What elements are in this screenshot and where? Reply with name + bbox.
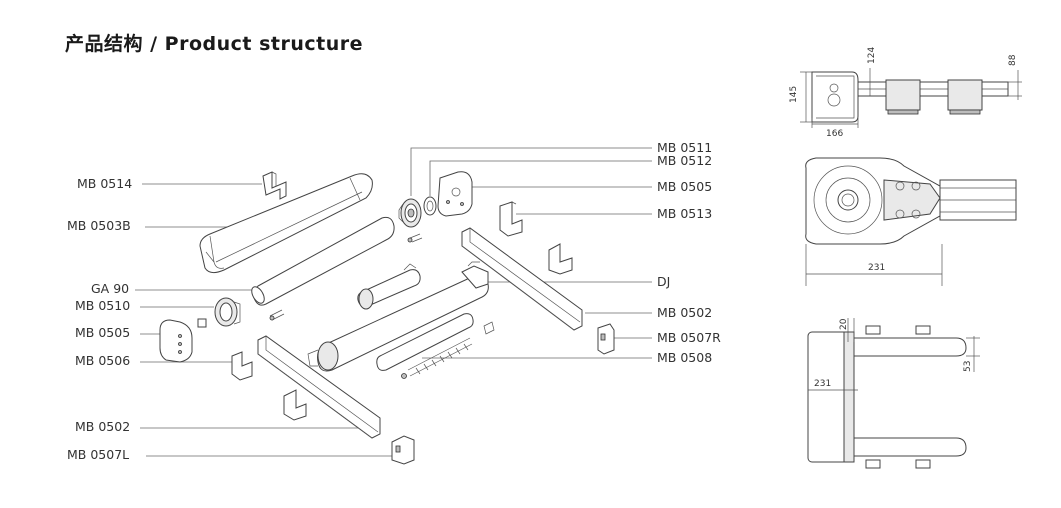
label-mb0503b: MB 0503B [67, 218, 131, 233]
part-screws-mid [269, 309, 285, 321]
part-mb0508-spring [376, 313, 495, 379]
part-mb0502-left-arm [257, 335, 381, 439]
label-mb0505-right: MB 0505 [657, 179, 712, 194]
part-bracket-upper [548, 243, 573, 275]
dim-231-top: 231 [814, 379, 831, 389]
label-mb0505-left: MB 0505 [75, 325, 130, 340]
part-bracket-lower [283, 389, 307, 421]
part-mb0514-bracket [262, 171, 287, 200]
part-mb0513-bracket [499, 201, 523, 237]
part-mb0511-spool [398, 198, 422, 228]
dim-231-front: 231 [868, 263, 885, 273]
part-mb0505-right-endcap [437, 171, 473, 217]
label-ga90: GA 90 [91, 281, 129, 296]
label-mb0507r: MB 0507R [657, 330, 721, 345]
part-screws-top [407, 233, 423, 243]
top-view-drawing [807, 318, 980, 469]
part-mb0502-right-arm [461, 227, 583, 331]
part-mb0506-bracket [231, 351, 253, 381]
dim-88: 88 [1008, 54, 1018, 66]
label-mb0512: MB 0512 [657, 153, 712, 168]
leader-mb0511 [410, 147, 652, 196]
label-mb0513: MB 0513 [657, 206, 712, 221]
dim-124: 124 [867, 47, 877, 64]
dim-20: 20 [839, 318, 849, 330]
dim-145: 145 [789, 86, 799, 103]
part-mb0512-ring [423, 196, 437, 216]
part-mb0507l-endcap [391, 435, 415, 465]
dim-166: 166 [826, 129, 843, 139]
label-mb0510: MB 0510 [75, 298, 130, 313]
part-roller-tube [251, 216, 395, 306]
page-title: 产品结构 / Product structure [65, 33, 364, 55]
label-mb0514: MB 0514 [77, 176, 132, 191]
front-view-drawing [805, 157, 1017, 286]
leader-mb0512 [429, 160, 652, 196]
label-mb0502-right: MB 0502 [657, 305, 712, 320]
label-mb0507l: MB 0507L [67, 447, 129, 462]
label-mb0506: MB 0506 [75, 353, 130, 368]
label-dj: DJ [657, 274, 670, 289]
label-mb0511: MB 0511 [657, 140, 712, 155]
side-view-drawing [800, 68, 1022, 128]
label-mb0502-left: MB 0502 [75, 419, 130, 434]
part-mb0507r-endcap [597, 323, 615, 355]
part-motor-drive [357, 263, 421, 310]
part-mb0503b-cassette [199, 173, 373, 274]
part-mb0510-spool [197, 297, 241, 328]
part-mb0505-left-endcap [159, 319, 193, 363]
part-dj-motor [307, 261, 489, 372]
dim-53: 53 [963, 361, 973, 372]
label-mb0508: MB 0508 [657, 350, 712, 365]
